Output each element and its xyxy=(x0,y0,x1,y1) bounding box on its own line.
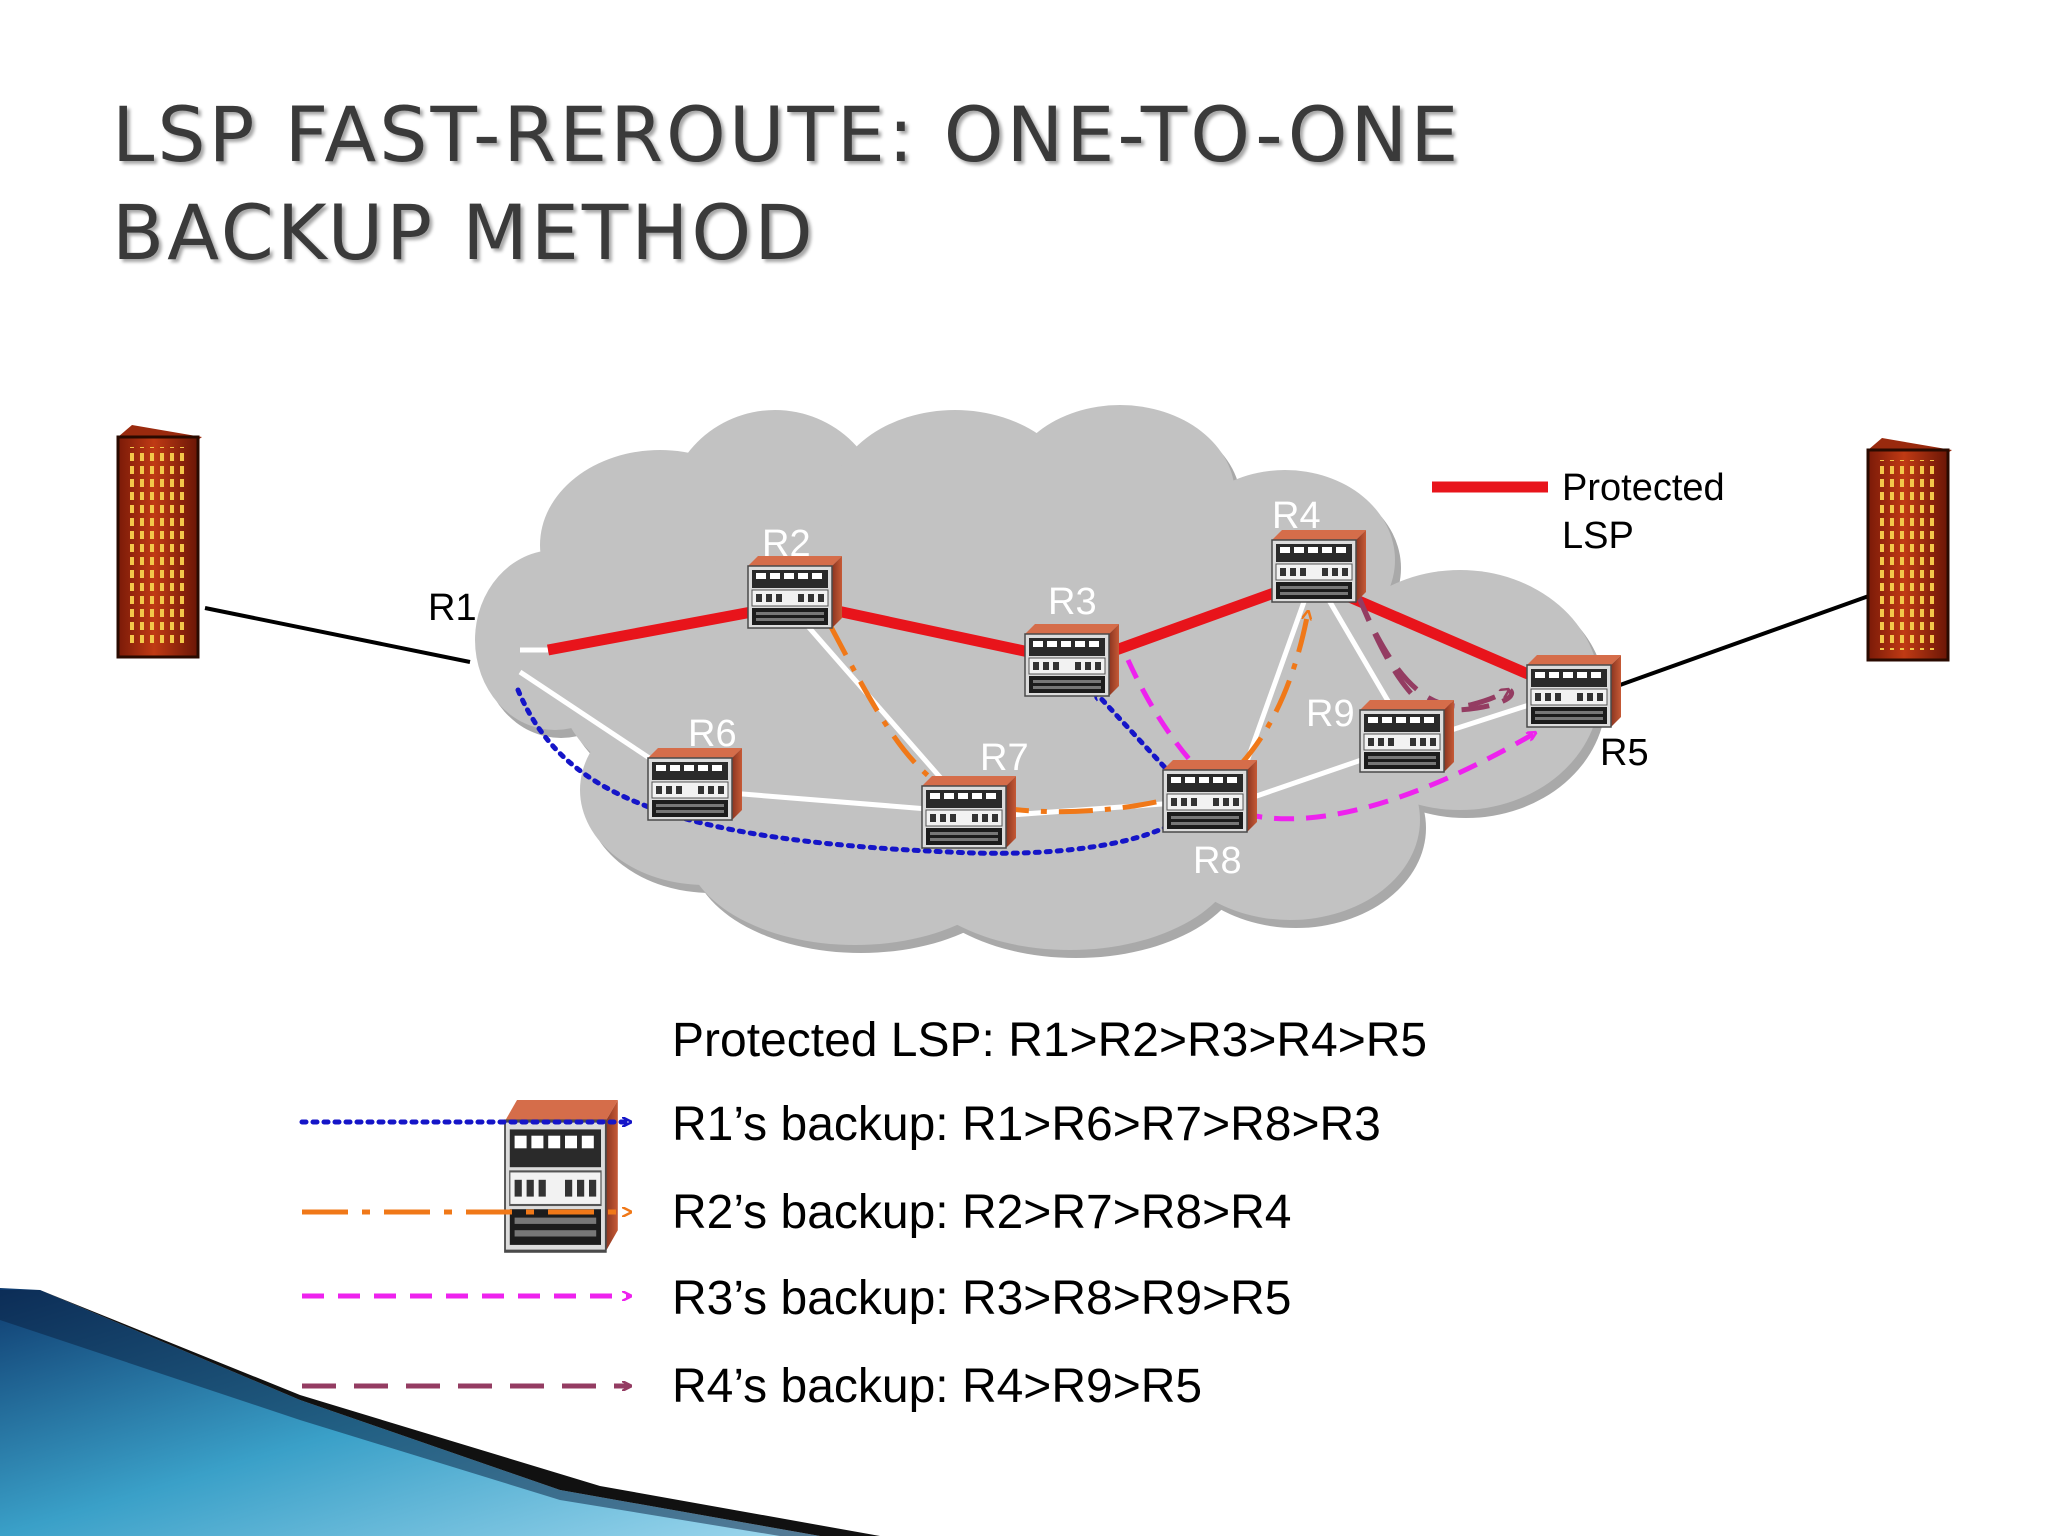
node-label-r2: R2 xyxy=(762,523,811,565)
node-label-r6: R6 xyxy=(688,713,737,755)
node-label-r8: R8 xyxy=(1193,840,1242,882)
legend-protected-lsp: Protected LSP: R1>R2>R3>R4>R5 xyxy=(672,1014,1427,1067)
building-icon xyxy=(116,425,202,659)
router-icon-r9 xyxy=(1359,699,1455,773)
router-icon-r4 xyxy=(1271,529,1367,603)
node-label-r7: R7 xyxy=(980,737,1029,779)
slide-title: LSP FAST-REROUTE: ONE-TO-ONE BACKUP METH… xyxy=(112,86,1812,282)
node-label-r5: R5 xyxy=(1600,732,1649,774)
slide-title-line-1: LSP FAST-REROUTE: ONE-TO-ONE xyxy=(112,90,1462,179)
router-icon-r3 xyxy=(1024,623,1120,697)
legend-r2-backup: R2’s backup: R2>R7>R8>R4 xyxy=(672,1186,1291,1239)
protected-lsp-key-line-1: Protected xyxy=(1562,467,1725,509)
legend-r3-backup: R3’s backup: R3>R8>R9>R5 xyxy=(672,1272,1291,1325)
access-link-left xyxy=(204,606,471,664)
node-label-r9: R9 xyxy=(1306,693,1355,735)
router-icon-r2 xyxy=(747,555,843,629)
legend-r4-backup: R4’s backup: R4>R9>R5 xyxy=(672,1360,1202,1413)
node-label-r3: R3 xyxy=(1048,581,1097,623)
router-icon-r8 xyxy=(1162,759,1258,833)
node-label-r4: R4 xyxy=(1272,495,1321,537)
slide-title-line-2: BACKUP METHOD xyxy=(112,188,816,277)
router-icon-r6 xyxy=(647,747,743,821)
r2-backup-path xyxy=(827,612,1308,815)
building-icon xyxy=(1866,438,1952,662)
protected-lsp-key: Protected LSP xyxy=(1432,467,1725,557)
router-icon-r7 xyxy=(921,775,1017,849)
protected-lsp-key-line-2: LSP xyxy=(1562,515,1634,557)
legend-r1-backup: R1’s backup: R1>R6>R7>R8>R3 xyxy=(672,1098,1381,1151)
access-link-right xyxy=(1619,590,1881,687)
decorative-swoosh xyxy=(0,1288,880,1536)
legend: Protected LSP: R1>R2>R3>R4>R5 R1’s backu… xyxy=(299,1014,1427,1413)
node-label-r1: R1 xyxy=(428,587,477,629)
router-icon-r5 xyxy=(1526,654,1622,728)
